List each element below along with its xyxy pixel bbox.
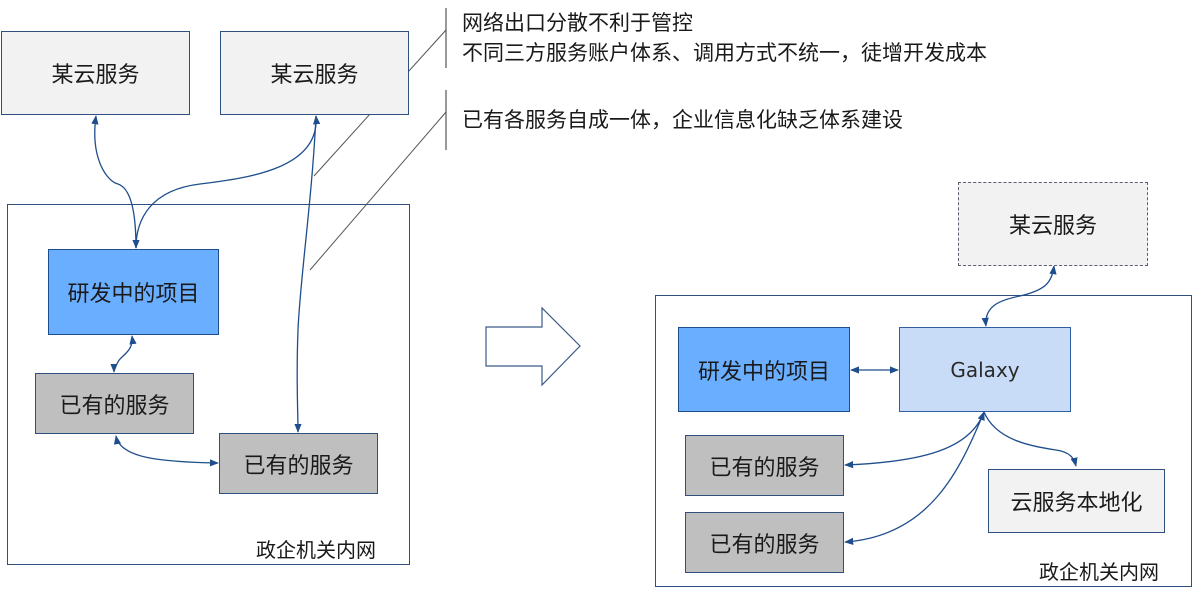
link-galaxy-service2 xyxy=(844,411,985,546)
right-cloud-service: 某云服务 xyxy=(958,182,1148,266)
link-cloud1-project xyxy=(91,115,140,249)
left-existing-service-2: 已有的服务 xyxy=(219,433,378,494)
note-1-line-1: 网络出口分散不利于管控 xyxy=(462,11,693,35)
note-2-leader xyxy=(309,111,447,271)
right-existing-service-1: 已有的服务 xyxy=(685,435,844,496)
note-2: 已有各服务自成一体，企业信息化缺乏体系建设 xyxy=(462,108,903,132)
right-project-in-development: 研发中的项目 xyxy=(678,327,850,412)
right-intranet-boundary xyxy=(655,295,1192,587)
link-galaxy-localization xyxy=(983,411,1078,467)
right-existing-service-2: 已有的服务 xyxy=(685,512,844,573)
galaxy-platform: Galaxy xyxy=(899,327,1071,412)
left-cloud-service-2: 某云服务 xyxy=(220,31,409,115)
link-cloud2-project xyxy=(135,115,321,249)
left-intranet-label: 政企机关内网 xyxy=(256,538,376,562)
note-1: 网络出口分散不利于管控 不同三方服务账户体系、调用方式不统一，徒增开发成本 xyxy=(462,8,987,68)
left-existing-service-1: 已有的服务 xyxy=(35,373,194,434)
link-service1-service2 xyxy=(113,435,219,467)
link-galaxy-service1 xyxy=(844,411,985,469)
transform-arrow xyxy=(485,306,581,387)
right-intranet-label: 政企机关内网 xyxy=(1039,560,1159,584)
left-project-in-development: 研发中的项目 xyxy=(48,249,219,335)
note-1-line-2: 不同三方服务账户体系、调用方式不统一，徒增开发成本 xyxy=(462,41,987,65)
cloud-service-localization: 云服务本地化 xyxy=(988,469,1165,533)
left-intranet-boundary xyxy=(7,204,410,565)
link-cloud2-service2 xyxy=(294,115,317,433)
link-project-service1 xyxy=(110,335,137,373)
left-cloud-service-1: 某云服务 xyxy=(1,31,190,115)
link-galaxy-cloud xyxy=(981,265,1057,327)
